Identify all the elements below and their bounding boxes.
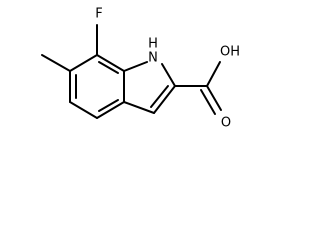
bond-c2-c3: [153, 85, 176, 114]
hydroxyl-label: OH: [220, 45, 240, 60]
fluorine-label: F: [95, 7, 102, 22]
double-bond-c2-c3-inner: [150, 85, 169, 108]
bond-carboxyl-oh: [206, 61, 221, 87]
carbonyl-oxygen-label: O: [221, 116, 231, 131]
double-bond-c3a-c4-inner: [98, 99, 119, 112]
double-bond-carboxyl-o-second: [200, 89, 216, 115]
bond-c7a-n1: [123, 61, 148, 72]
nh-nitrogen-label: N: [148, 51, 158, 66]
bond-c6-methyl: [41, 54, 71, 72]
bond-c7-c7a: [96, 54, 125, 72]
bond-c6-c7: [69, 54, 98, 72]
double-bond-carboxyl-o: [206, 85, 222, 111]
nh-hydrogen-label: H: [148, 37, 158, 52]
molecule-structure-diagram: F H N OH O: [41, 7, 240, 131]
bond-n1-c2: [161, 63, 176, 87]
bond-c4-c5: [69, 101, 98, 119]
double-bond-c7-c7a-inner: [98, 61, 119, 74]
bond-c3a-c4: [96, 101, 125, 119]
bond-c3-c3a: [123, 101, 155, 114]
